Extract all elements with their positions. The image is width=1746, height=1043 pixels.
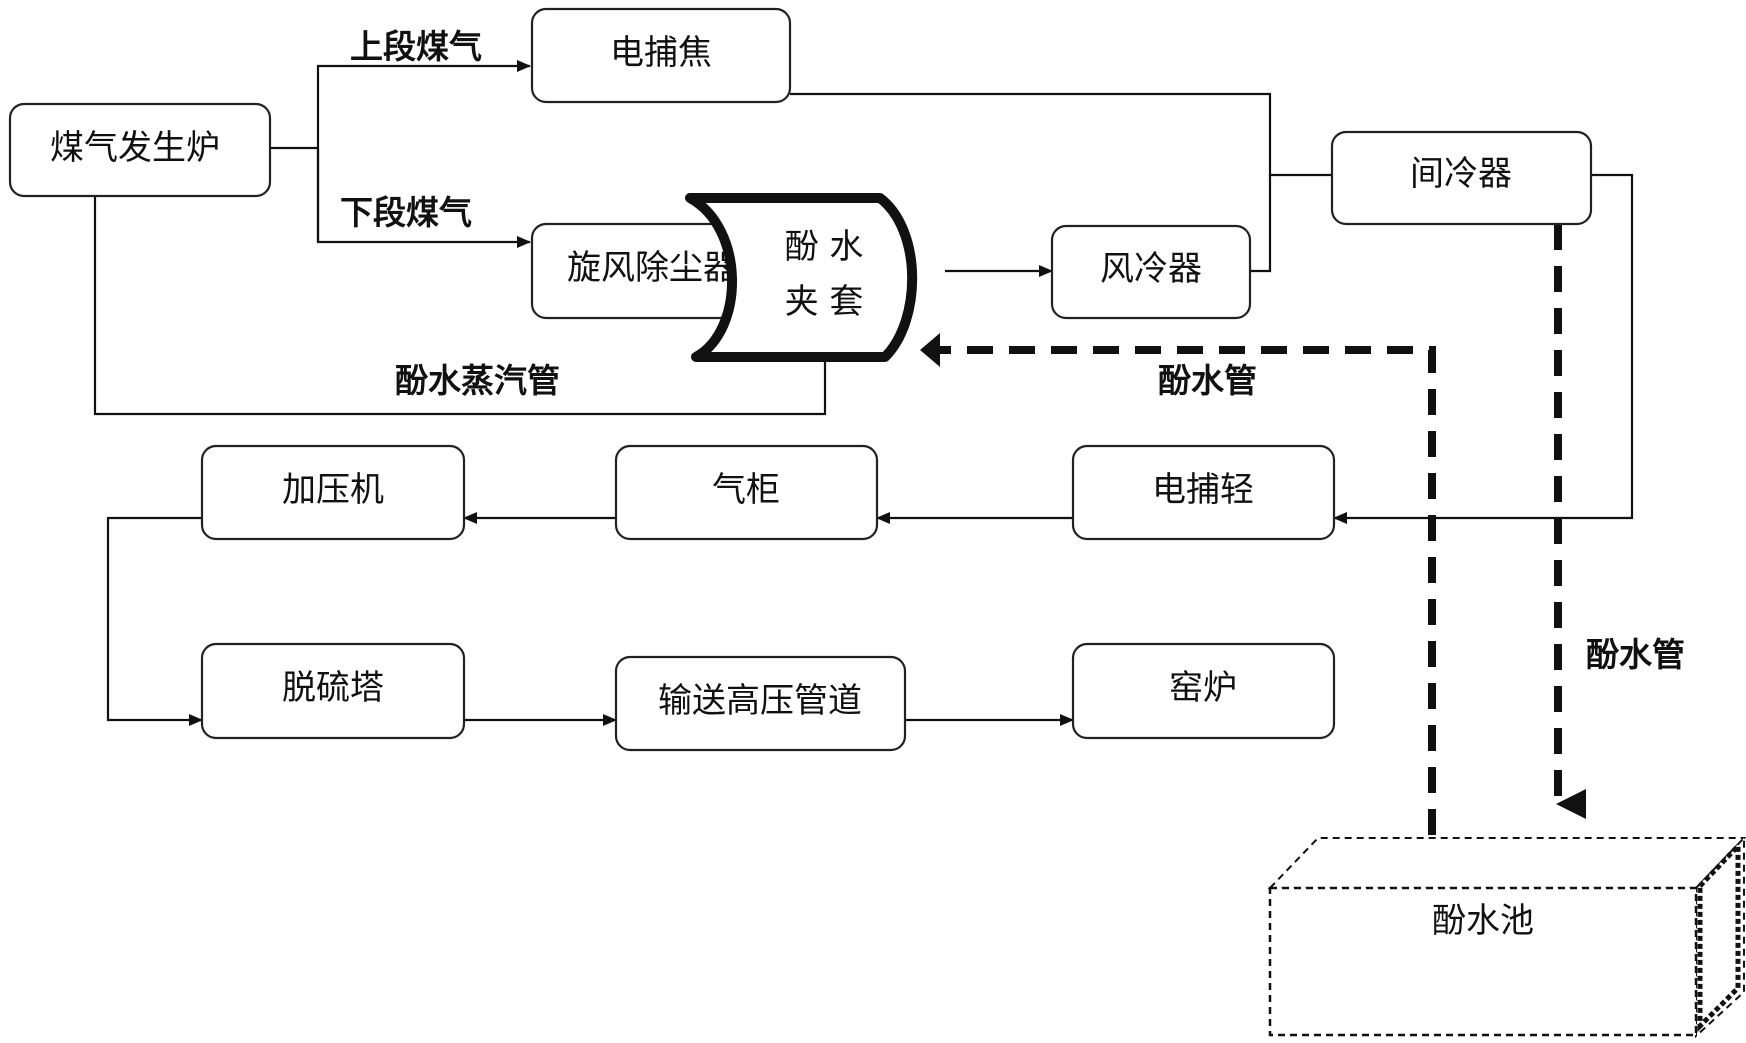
phenol-pipe-jacket-arrowhead [920,333,940,367]
phenol-pipe-pool-to-jacket [935,346,1436,835]
cyclone-box: 旋风除尘器 [530,222,774,320]
electric-tar-catcher-label: 电捕焦 [610,33,712,73]
cyclone-label: 旋风除尘器 [567,248,737,288]
jacket-label-line1: 酚 水 [785,227,864,267]
electric-tar-catcher-box: 电捕焦 [530,7,792,104]
lower-gas-line [316,148,531,248]
jacket-label-line2: 夹 套 [785,282,864,322]
electric-light-oil-catcher-label: 电捕轻 [1152,470,1254,510]
tar-catcher-to-intercooler-line [790,92,1332,177]
phenol-pipe-label-2: 酚水管 [1586,635,1685,674]
phenol-steam-pipe-line [89,183,827,416]
phenol-pipe-label-1: 酚水管 [1158,361,1257,400]
upper-gas-label: 上段煤气 [350,27,482,66]
compressor-to-desulfurizer-line [106,516,203,726]
hp-pipeline-box: 输送高压管道 [614,655,907,752]
intercooler-label: 间冷器 [1410,154,1512,194]
lower-gas-label: 下段煤气 [340,193,472,232]
hp-pipeline-label: 输送高压管道 [658,681,862,721]
desulfurizer-label: 脱硫塔 [282,668,384,708]
kiln-box: 窑炉 [1071,642,1336,740]
air-cooler-box: 风冷器 [1050,224,1252,320]
phenol-pool-label: 酚水池 [1432,901,1534,941]
desulfurizer-box: 脱硫塔 [200,642,466,740]
electric-light-oil-catcher-box: 电捕轻 [1071,444,1336,541]
compressor-label: 加压机 [282,470,384,510]
phenol-water-pool: 酚水池 [1267,835,1746,1039]
phenol-steam-pipe-label: 酚水蒸汽管 [395,361,560,400]
gas-holder-label: 气柜 [712,470,780,510]
compressor-box: 加压机 [200,444,466,541]
gasifier-label: 煤气发生炉 [50,128,220,168]
phenol-water-jacket: 酚 水 夹 套 [685,193,918,362]
air-cooler-label: 风冷器 [1100,249,1202,289]
kiln-label: 窑炉 [1169,668,1237,708]
gas-holder-box: 气柜 [614,444,879,541]
intercooler-to-light-catcher-line [1333,173,1634,524]
gasifier-box: 煤气发生炉 [8,102,272,198]
intercooler-box: 间冷器 [1330,130,1593,226]
air-cooler-outlet-line [1250,175,1272,273]
